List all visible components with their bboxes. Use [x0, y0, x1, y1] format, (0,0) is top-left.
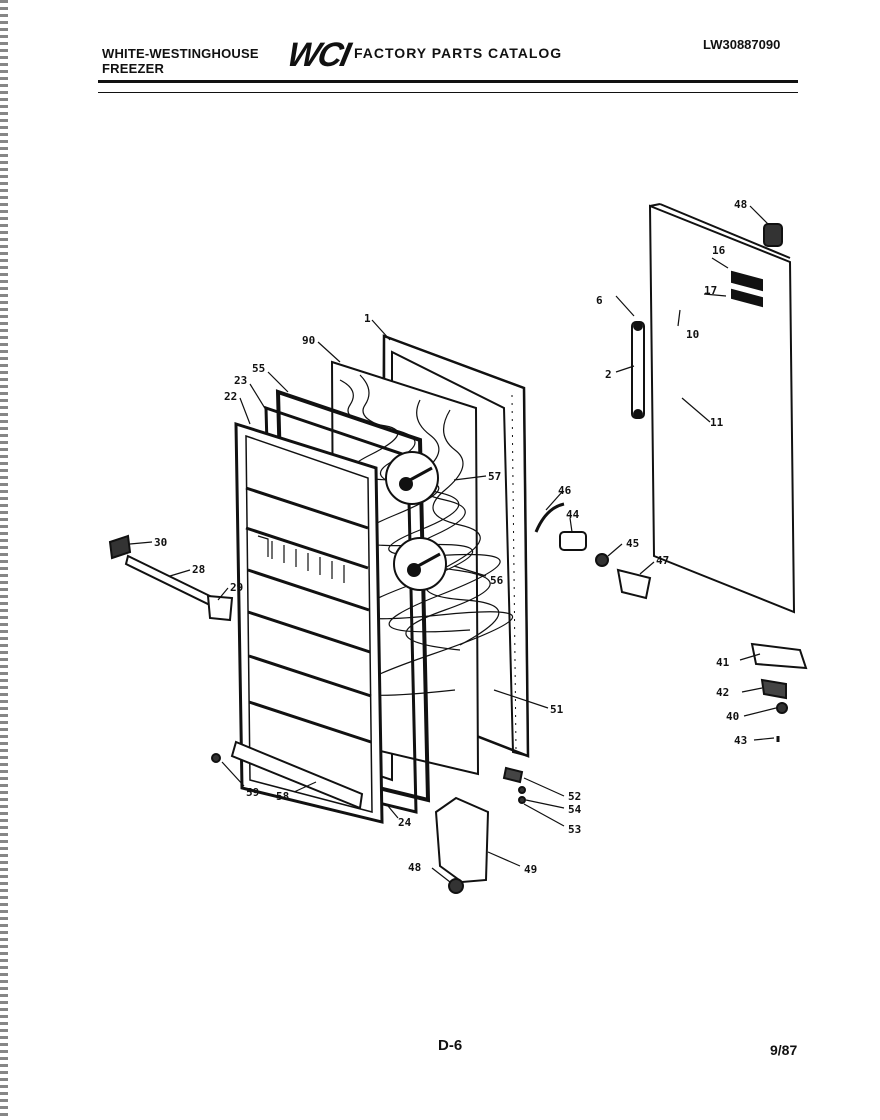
callout-16: 16	[712, 244, 726, 257]
callout-17: 17	[704, 284, 717, 297]
door-latch	[534, 502, 652, 600]
catalog-date: 9/87	[770, 1042, 798, 1058]
bottom-hinge	[750, 642, 808, 742]
callout-41: 41	[716, 656, 730, 669]
hinge-bracket	[434, 796, 490, 894]
callout-58: 58	[276, 790, 289, 803]
callout-11: 11	[710, 416, 724, 429]
door-inner-frame	[234, 421, 384, 824]
callout-24: 24	[398, 816, 412, 829]
magnifier-badge-upper	[385, 451, 439, 505]
callout-54: 54	[568, 803, 582, 816]
upper-door-panel	[648, 203, 796, 614]
callout-10: 10	[686, 328, 699, 341]
callout-48-top: 48	[734, 198, 747, 211]
leader-lines	[129, 205, 777, 883]
callout-59: 59	[246, 786, 259, 799]
magnifier-badge-lower	[393, 537, 447, 591]
callout-40: 40	[726, 710, 739, 723]
catalog-title: FACTORY PARTS CATALOG	[354, 45, 563, 61]
callout-48-bottom: 48	[408, 861, 421, 874]
callout-90: 90	[302, 334, 315, 347]
door-handle	[631, 321, 645, 419]
brand-title: WHITE-WESTINGHOUSE FREEZER	[102, 46, 259, 76]
callout-43: 43	[734, 734, 747, 747]
callout-labels: 1 2 6 10 11 16 17 22 23 24 28 29 30 40 4…	[154, 198, 747, 876]
callout-23: 23	[234, 374, 247, 387]
callout-57: 57	[488, 470, 501, 483]
header-rule-thin	[98, 92, 798, 93]
model-number: LW30887090	[703, 37, 781, 52]
header-rule	[98, 80, 798, 83]
callout-53: 53	[568, 823, 581, 836]
callout-49: 49	[524, 863, 537, 876]
callout-29: 29	[230, 581, 243, 594]
callout-45: 45	[626, 537, 639, 550]
scan-edge	[0, 0, 8, 1120]
callout-30: 30	[154, 536, 167, 549]
callout-22: 22	[224, 390, 237, 403]
brand-line-2: FREEZER	[102, 61, 165, 76]
callout-28: 28	[192, 563, 205, 576]
callout-51: 51	[550, 703, 564, 716]
hinge-screws	[502, 766, 526, 804]
callout-44: 44	[566, 508, 580, 521]
page-number: D-6	[438, 1037, 463, 1054]
door-rail	[108, 534, 234, 622]
callout-56: 56	[490, 574, 504, 587]
bottom-trim	[211, 740, 364, 810]
brand-line-1: WHITE-WESTINGHOUSE	[102, 46, 259, 61]
callout-46: 46	[558, 484, 572, 497]
callout-42: 42	[716, 686, 729, 699]
callout-52: 52	[568, 790, 581, 803]
callout-6: 6	[596, 294, 603, 307]
callout-1: 1	[364, 312, 371, 325]
callout-55: 55	[252, 362, 265, 375]
hinge-plug-top	[763, 223, 783, 247]
callout-2: 2	[605, 368, 612, 381]
callout-47: 47	[656, 554, 669, 567]
